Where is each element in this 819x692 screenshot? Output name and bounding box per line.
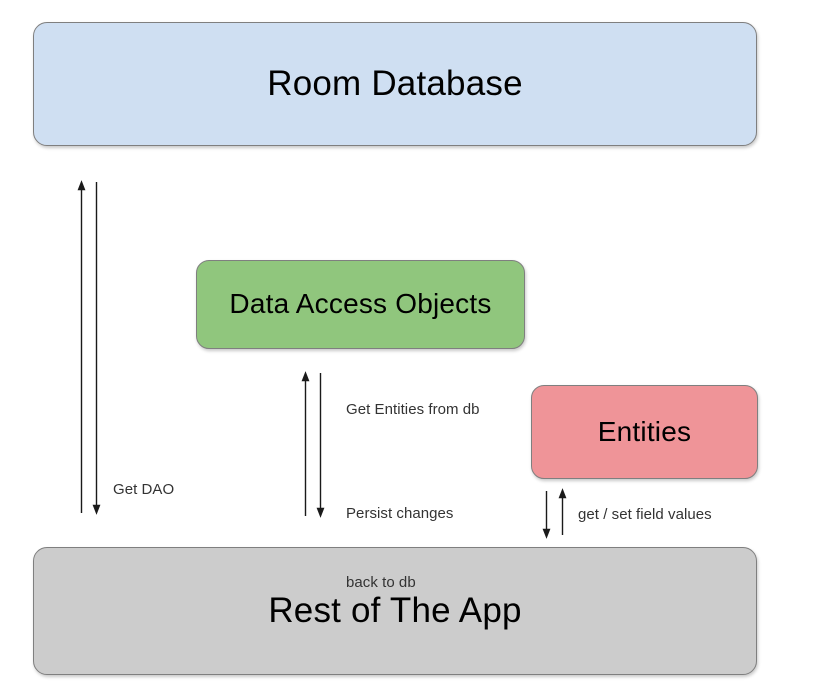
edge-persist-changes (316, 373, 325, 518)
edge-get-entities-from-db (301, 371, 310, 516)
edge-get-dao-arrowhead-down (92, 504, 101, 515)
edge-get-dao-arrowhead-up (77, 180, 86, 191)
edge-get-set-arrowhead-up (558, 488, 567, 499)
edge-persist-changes-arrowhead-down (316, 507, 325, 518)
edge-get-set-arrowhead-down (542, 528, 551, 539)
node-room-database[interactable]: Room Database (33, 22, 757, 146)
node-entities[interactable]: Entities (531, 385, 758, 479)
edge-label-get-dao: Get DAO (113, 481, 175, 498)
edge-label-persist-changes-line1: Persist changes (346, 504, 454, 522)
edge-get-entities-arrowhead-up (301, 371, 310, 382)
node-entities-label: Entities (597, 415, 692, 447)
edge-label-get-set-field-values: get / set field values (578, 506, 712, 523)
edge-get-dao (77, 180, 101, 515)
node-data-access-objects-label: Data Access Objects (229, 288, 492, 320)
node-room-database-label: Room Database (267, 63, 523, 103)
edge-label-get-entities-from-db: Get Entities from db (346, 401, 480, 418)
edge-label-persist-changes: Persist changes back to db (346, 455, 453, 641)
node-rest-of-the-app[interactable]: Rest of The App (33, 547, 757, 675)
node-data-access-objects[interactable]: Data Access Objects (196, 260, 525, 349)
edge-get-set-field-values (542, 488, 567, 539)
node-rest-of-the-app-label: Rest of The App (268, 590, 522, 630)
edge-label-persist-changes-line2: back to db (346, 574, 416, 592)
